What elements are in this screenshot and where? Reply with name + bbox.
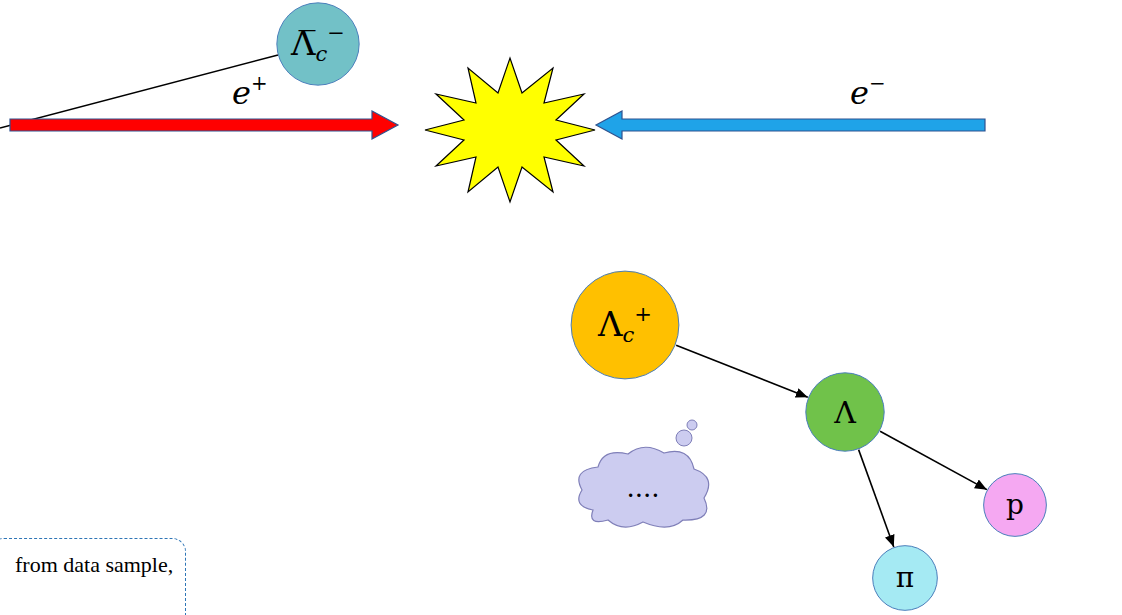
- particle-circle: π: [872, 545, 938, 611]
- note-text: from data sample,: [15, 553, 173, 577]
- particle-circle: Λc+: [570, 270, 680, 380]
- particle-circle: Λ̅c−: [276, 2, 360, 86]
- thought-bubble: [676, 430, 692, 446]
- unknown-cloud: ....: [568, 440, 718, 530]
- particle-label: Λ: [834, 396, 856, 429]
- particle-label: p: [1006, 490, 1024, 521]
- particle-label: Λc+: [598, 306, 652, 343]
- particle-label: Λ̅c−: [291, 25, 345, 62]
- decay-arrow: [880, 431, 987, 489]
- beam-label: e+: [232, 76, 268, 111]
- thought-bubble: [687, 420, 697, 430]
- particle-label: ....: [626, 474, 659, 503]
- note-box: from data sample,: [0, 538, 186, 615]
- beam-label: e−: [850, 76, 886, 111]
- positron-beam-arrow: [10, 111, 398, 139]
- electron-beam-arrow: [596, 111, 985, 139]
- decay-arrow: [859, 450, 894, 547]
- track-line: [0, 55, 278, 128]
- particle-circle: Λ: [805, 372, 885, 452]
- particle-circle: p: [983, 473, 1047, 537]
- decay-arrow: [676, 345, 808, 397]
- collision-star: [425, 58, 595, 202]
- particle-label: π: [896, 563, 914, 594]
